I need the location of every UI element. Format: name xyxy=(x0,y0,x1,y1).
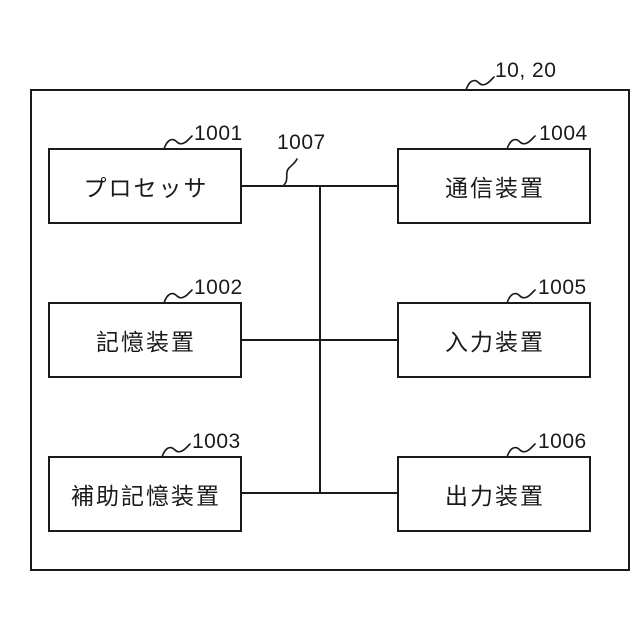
leader-line-1004 xyxy=(506,135,536,150)
device-outline xyxy=(30,89,630,571)
block-input: 入力装置 xyxy=(397,302,591,378)
block-communication: 通信装置 xyxy=(397,148,591,224)
leader-line-1003 xyxy=(161,443,191,458)
block-storage-label: 記憶装置 xyxy=(96,329,196,355)
ref-label-1005: 1005 xyxy=(538,276,587,299)
leader-line-1006 xyxy=(506,443,536,458)
ref-label-bus: 1007 xyxy=(277,131,326,154)
block-aux-storage-label: 補助記憶装置 xyxy=(71,483,221,509)
block-aux-storage: 補助記憶装置 xyxy=(48,456,242,532)
ref-label-outer: 10, 20 xyxy=(495,59,557,82)
block-processor-label: プロセッサ xyxy=(83,175,209,201)
ref-label-1001: 1001 xyxy=(194,122,243,145)
block-output-label: 出力装置 xyxy=(445,483,545,509)
block-storage: 記憶装置 xyxy=(48,302,242,378)
ref-label-1002: 1002 xyxy=(194,276,243,299)
block-processor: プロセッサ xyxy=(48,148,242,224)
block-input-label: 入力装置 xyxy=(445,329,545,355)
leader-line-1007 xyxy=(282,158,298,187)
block-output: 出力装置 xyxy=(397,456,591,532)
ref-label-1006: 1006 xyxy=(538,430,587,453)
leader-line-1001 xyxy=(163,135,193,150)
block-communication-label: 通信装置 xyxy=(445,175,545,201)
ref-label-1004: 1004 xyxy=(539,122,588,145)
ref-label-1003: 1003 xyxy=(192,430,241,453)
leader-line-10-20 xyxy=(465,76,495,91)
leader-line-1005 xyxy=(506,289,536,304)
leader-line-1002 xyxy=(163,289,193,304)
